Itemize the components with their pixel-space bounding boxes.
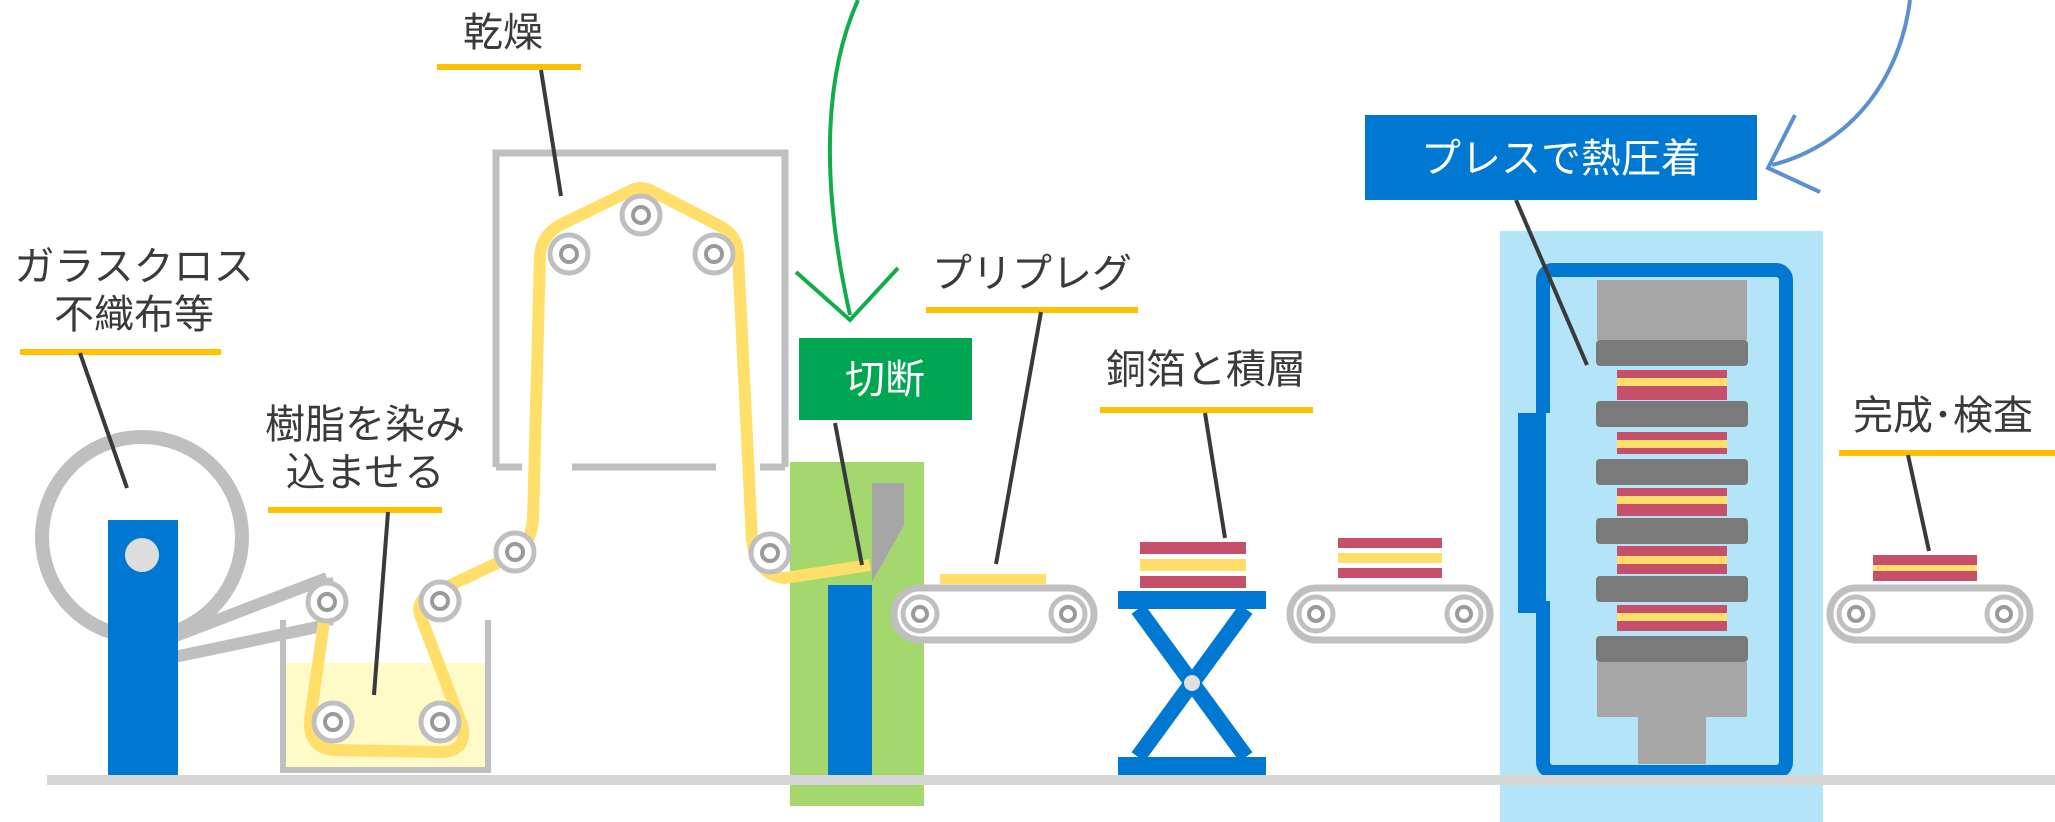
prepreg-sheet bbox=[940, 574, 1046, 584]
drying-label: 乾燥 bbox=[463, 10, 543, 56]
cutter-base bbox=[828, 585, 872, 775]
conveyor-prepreg bbox=[890, 584, 1098, 644]
copper-stack-label: 銅箔と積層 bbox=[1106, 347, 1306, 393]
roller bbox=[418, 700, 462, 744]
roller bbox=[619, 193, 663, 237]
cloth-belt-top bbox=[157, 572, 330, 648]
stack-on-conveyor bbox=[1338, 538, 1442, 578]
finished-board bbox=[1873, 555, 1977, 581]
drying-oven bbox=[492, 149, 789, 467]
resin-tank bbox=[280, 620, 491, 773]
roller bbox=[493, 530, 537, 574]
conveyor-to-press bbox=[1286, 584, 1494, 644]
roller bbox=[547, 232, 591, 276]
label-underlines bbox=[20, 64, 2055, 513]
impregnated-cloth-path bbox=[303, 182, 871, 758]
press-machine bbox=[1518, 263, 1793, 779]
leader-lines bbox=[78, 69, 1931, 696]
roll-axle bbox=[125, 538, 159, 572]
roller bbox=[305, 580, 349, 624]
glass-cloth-label-line2: 不織布等 bbox=[54, 292, 214, 338]
green-arrow-head bbox=[794, 266, 900, 323]
conveyor-finish bbox=[1826, 584, 2034, 644]
scissor-lift bbox=[1118, 591, 1266, 775]
cutting-label: 切断 bbox=[845, 357, 925, 403]
copper-stack bbox=[1140, 542, 1246, 588]
finish-label: 完成･検査 bbox=[1853, 393, 2033, 439]
resin-label-line1: 樹脂を染み bbox=[265, 402, 465, 448]
cloth-belt-bottom bbox=[158, 619, 329, 666]
roller bbox=[692, 232, 736, 276]
press-label-box bbox=[1365, 115, 1757, 200]
green-curved-arrow bbox=[827, 0, 860, 316]
press-label: プレスで熱圧着 bbox=[1421, 136, 1701, 182]
roller bbox=[418, 579, 462, 623]
rollers bbox=[305, 193, 792, 744]
resin-label-line2: 込ませる bbox=[286, 450, 445, 496]
prepreg-label: プリプレグ bbox=[932, 251, 1132, 297]
blue-curved-arrow bbox=[1771, 0, 1912, 167]
cutter-blade bbox=[872, 483, 904, 582]
roller bbox=[748, 531, 792, 575]
blue-arrow-head bbox=[1765, 114, 1821, 194]
glass-cloth-label-line1: ガラスクロス bbox=[14, 244, 253, 290]
roller bbox=[311, 700, 355, 744]
cutting-label-box bbox=[799, 338, 972, 420]
